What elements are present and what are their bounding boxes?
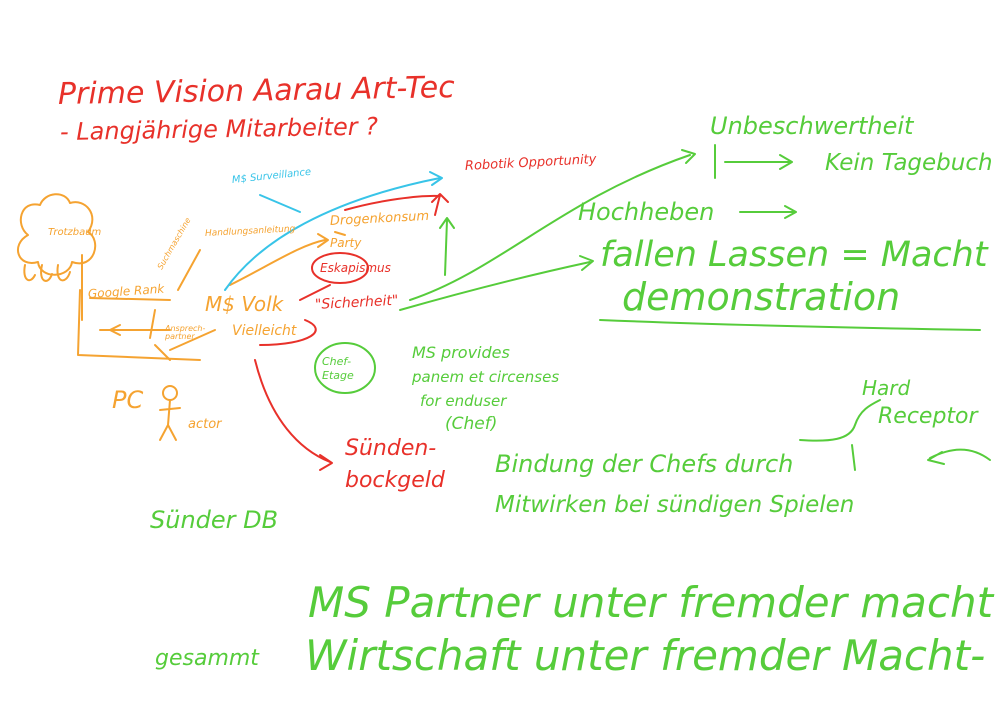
actor-label: actor (188, 417, 222, 432)
unbeschwertheit-label: Unbeschwertheit (710, 112, 914, 140)
hard-receptor-line-1: Hard (862, 376, 911, 400)
hochheben-label: Hochheben (578, 198, 715, 226)
green-arrows (314, 144, 991, 471)
demonstration-label: demonstration (622, 275, 901, 319)
footer-line-2: Wirtschaft unter fremder Macht- (305, 631, 986, 680)
orange-arrows (177, 231, 346, 291)
ms-provides-line-4: (Chef) (445, 414, 498, 434)
hard-receptor-line-2: Receptor (878, 404, 978, 429)
cyan-surveillance-arrow (224, 171, 443, 291)
suendenbock-label-1: Sünden- (345, 436, 437, 461)
ms-provides-line-2: panem et circenses (412, 368, 560, 386)
eskapismus-label: Eskapismus (320, 261, 391, 275)
google-rank-box (77, 289, 216, 361)
tree-sketch-icon (17, 193, 97, 321)
chef-etage-label: Chef-Etage (322, 355, 354, 383)
footer-line-1: MS Partner unter fremder macht (308, 578, 994, 627)
ms-provides-line-1: MS provides (412, 343, 510, 362)
bindung-line-1: Bindung der Chefs durch (495, 450, 794, 478)
party-label: Party (330, 236, 362, 250)
tree-label: Trotzbaum (48, 227, 102, 238)
ms-provides-line-3: for enduser (420, 392, 507, 410)
footer-prefix-2: gesammt (155, 646, 259, 671)
title-line-1: Prime Vision Aarau Art-Tec (57, 70, 455, 112)
sicherheit-label: "Sicherheit" (314, 292, 399, 313)
stick-figure-icon (159, 385, 181, 441)
vielleicht-label: Vielleicht (232, 323, 297, 339)
suendenbock-label-2: bockgeld (345, 468, 445, 493)
note-ansprechpartner: Ansprech-partner (165, 324, 206, 341)
pc-label: PC (112, 386, 144, 414)
ms-volk-label: M$ Volk (205, 292, 284, 316)
suender-db-label: Sünder DB (150, 506, 279, 534)
red-shapes (254, 193, 449, 471)
bindung-line-2: Mitwirken bei sündigen Spielen (495, 492, 855, 518)
title-line-2: - Langjährige Mitarbeiter ? (59, 112, 379, 146)
kein-tagebuch-label: Kein Tagebuch (825, 150, 993, 176)
fallen-lassen-label: fallen Lassen = Macht (600, 235, 988, 275)
